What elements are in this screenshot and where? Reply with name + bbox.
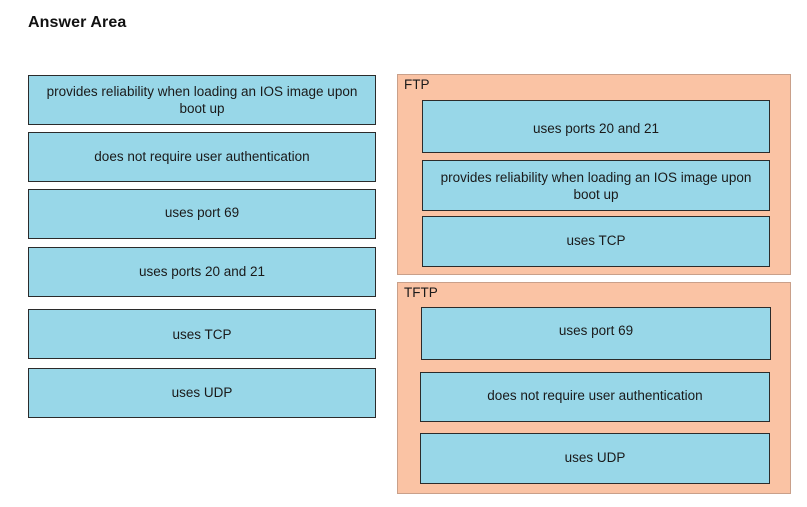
source-item-port-69[interactable]: uses port 69: [28, 189, 376, 239]
ftp-item-reliability[interactable]: provides reliability when loading an IOS…: [422, 160, 770, 211]
source-item-tcp[interactable]: uses TCP: [28, 309, 376, 359]
ftp-item-label: uses ports 20 and 21: [532, 121, 660, 136]
ftp-item-label: uses TCP: [566, 233, 626, 248]
tftp-item-udp[interactable]: uses UDP: [420, 433, 770, 484]
source-item-ports-20-21[interactable]: uses ports 20 and 21: [28, 247, 376, 297]
source-item-label: provides reliability when loading an IOS…: [46, 84, 358, 116]
source-item-label: uses TCP: [172, 327, 232, 342]
source-item-udp[interactable]: uses UDP: [28, 368, 376, 418]
ftp-zone-label: FTP: [404, 77, 430, 92]
source-item-label: does not require user authentication: [94, 149, 310, 164]
ftp-item-tcp[interactable]: uses TCP: [422, 216, 770, 267]
tftp-item-no-auth[interactable]: does not require user authentication: [420, 372, 770, 422]
source-item-label: uses UDP: [171, 385, 233, 400]
ftp-item-ports-20-21[interactable]: uses ports 20 and 21: [422, 100, 770, 153]
tftp-item-port-69[interactable]: uses port 69: [421, 307, 771, 360]
tftp-item-label: uses port 69: [558, 323, 634, 338]
source-item-label: uses port 69: [164, 205, 240, 220]
tftp-item-label: uses UDP: [564, 450, 626, 465]
source-item-reliability[interactable]: provides reliability when loading an IOS…: [28, 75, 376, 125]
tftp-item-label: does not require user authentication: [487, 388, 703, 403]
tftp-zone-label: TFTP: [404, 285, 438, 300]
source-item-no-auth[interactable]: does not require user authentication: [28, 132, 376, 182]
answer-area-title: Answer Area: [28, 14, 127, 31]
ftp-item-label: provides reliability when loading an IOS…: [440, 170, 752, 202]
source-item-label: uses ports 20 and 21: [138, 264, 266, 279]
